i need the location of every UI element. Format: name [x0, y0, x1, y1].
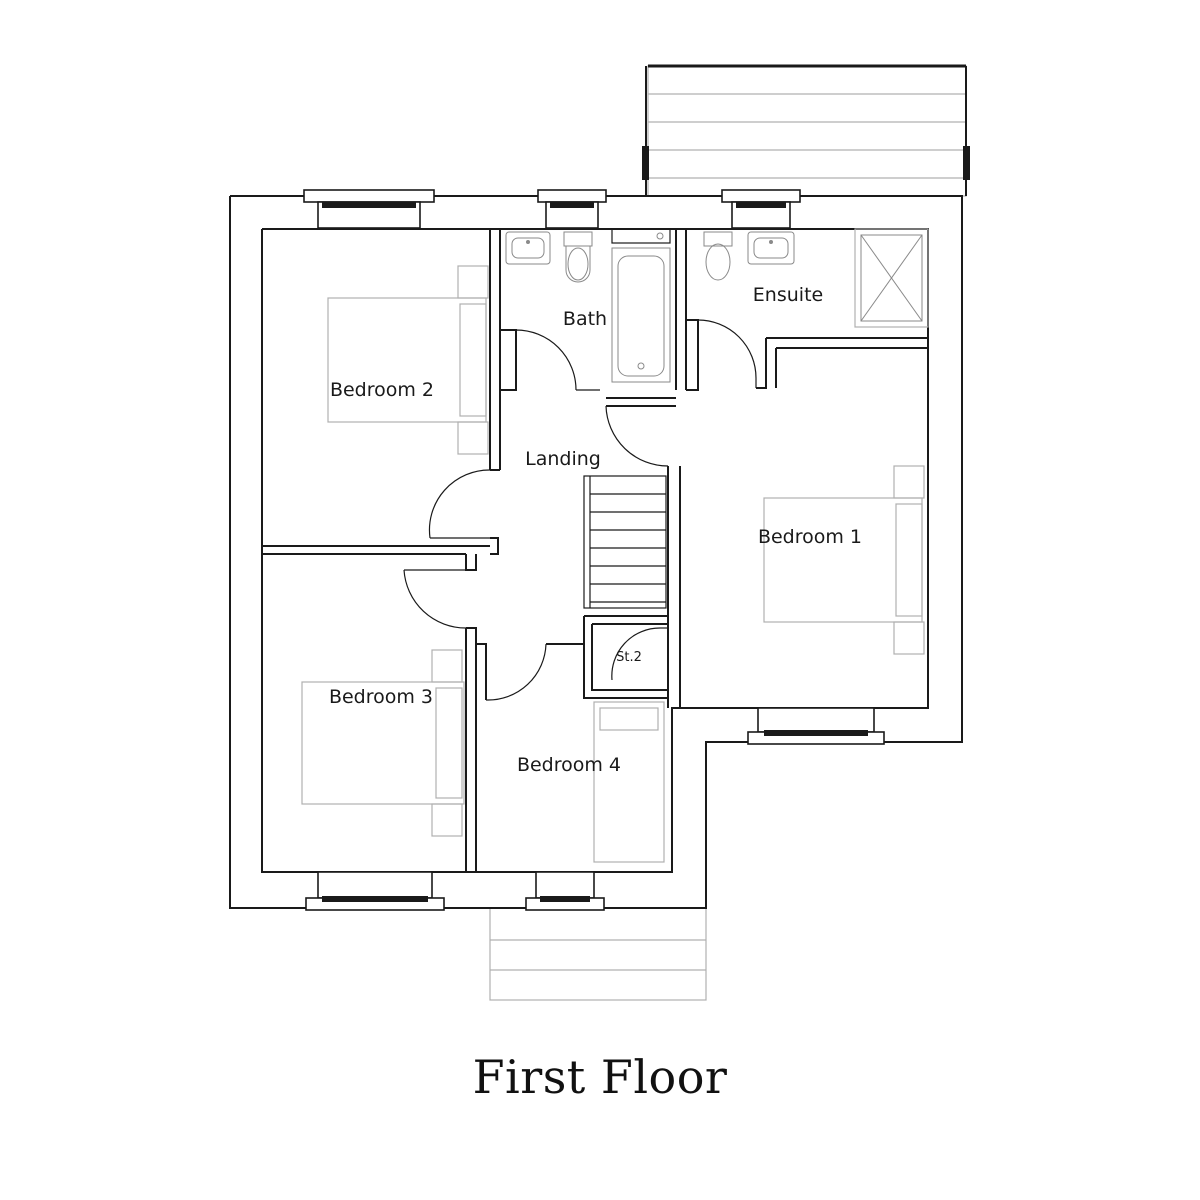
window-bath: [537, 189, 607, 229]
floor-title: First Floor: [472, 1050, 728, 1104]
room-label-bedroom-1: Bedroom 1: [758, 526, 862, 548]
front-porch: [489, 907, 707, 1001]
room-label-bedroom-3: Bedroom 3: [329, 686, 433, 708]
window-bedroom-3: [305, 871, 445, 911]
windows: [303, 189, 885, 911]
furniture: [301, 265, 925, 863]
internal-walls: [262, 228, 929, 872]
window-bedroom-1: [747, 707, 885, 745]
external-walls: [229, 195, 963, 909]
window-bedroom-2: [303, 189, 435, 229]
window-ensuite: [721, 189, 801, 229]
room-label-bath: Bath: [563, 308, 607, 330]
bathroom-fixtures: [505, 228, 795, 383]
room-label-bedroom-4: Bedroom 4: [517, 754, 621, 776]
rear-projection: [642, 64, 970, 197]
door-swings: [403, 319, 757, 701]
window-bedroom-4: [525, 871, 605, 911]
room-label-bedroom-2: Bedroom 2: [330, 379, 434, 401]
staircase: [590, 493, 666, 603]
room-label-ensuite: Ensuite: [753, 284, 823, 306]
room-label-store: St.2: [616, 650, 642, 665]
room-labels: Bedroom 2 Bath Ensuite Landing Bedroom 1…: [329, 284, 862, 776]
room-label-landing: Landing: [525, 448, 601, 470]
